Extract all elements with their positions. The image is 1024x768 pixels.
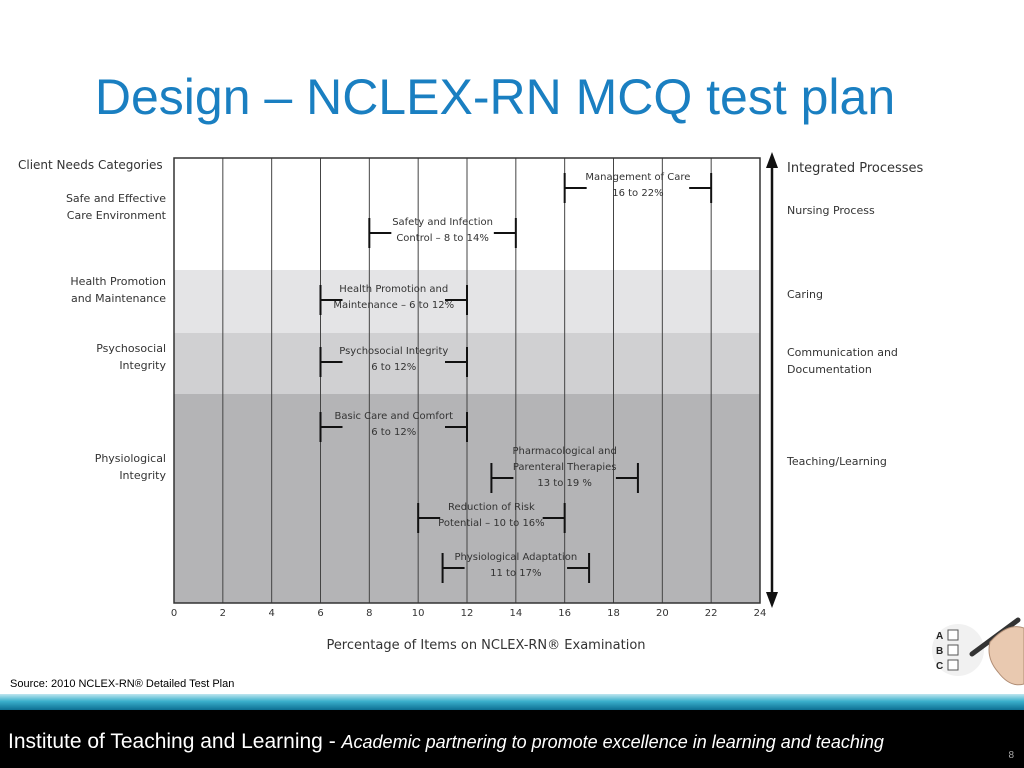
right-header: Integrated Processes bbox=[787, 161, 924, 176]
left-header: Client Needs Categories bbox=[18, 158, 163, 172]
process-label: Nursing Process bbox=[787, 204, 875, 217]
band-label-line: and Maintenance bbox=[71, 292, 166, 305]
checkbox-a-icon bbox=[947, 629, 959, 641]
x-tick-label: 6 bbox=[317, 608, 323, 619]
process-label: Caring bbox=[787, 288, 823, 301]
range-label-line: Physiological Adaptation bbox=[454, 552, 577, 563]
x-tick-label: 18 bbox=[607, 608, 620, 619]
abc-checklist-logo: A B C bbox=[932, 617, 1024, 686]
range-label-line: 13 to 19 % bbox=[537, 478, 592, 489]
range-layer bbox=[319, 173, 713, 583]
footer-tagline: Academic partnering to promote excellenc… bbox=[341, 732, 884, 752]
x-axis-label: Percentage of Items on NCLEX-RN® Examina… bbox=[326, 638, 645, 653]
process-label-line: Documentation bbox=[787, 363, 872, 376]
logo-letter-b: B bbox=[936, 646, 943, 657]
range-label-line: Basic Care and Comfort bbox=[335, 411, 454, 422]
band-label-line: Physiological bbox=[95, 452, 166, 465]
checkbox-c-icon bbox=[947, 659, 959, 671]
process-label-line: Communication and bbox=[787, 346, 898, 359]
footer-separator: - bbox=[322, 730, 342, 753]
band-label-line: Safe and Effective bbox=[66, 192, 166, 205]
x-tick-label: 20 bbox=[656, 608, 669, 619]
range-label-line: Management of Care bbox=[585, 172, 690, 183]
footer-org: Institute of Teaching and Learning bbox=[8, 730, 323, 753]
x-tick-label: 22 bbox=[705, 608, 718, 619]
process-label-line: Caring bbox=[787, 288, 823, 301]
x-tick-label: 12 bbox=[461, 608, 474, 619]
range-label: Basic Care and Comfort 6 to 12% bbox=[335, 411, 454, 438]
x-tick-label: 8 bbox=[366, 608, 372, 619]
range-label: Psychosocial Integrity 6 to 12% bbox=[339, 346, 448, 373]
source-note: Source: 2010 NCLEX-RN® Detailed Test Pla… bbox=[10, 678, 235, 690]
range-label: Management of Care 16 to 22% bbox=[585, 172, 690, 199]
range-label-line: Pharmacological and bbox=[512, 446, 616, 457]
range-label-line: Psychosocial Integrity bbox=[339, 346, 448, 357]
logo-letter-a: A bbox=[936, 631, 943, 642]
x-tick-label: 10 bbox=[412, 608, 425, 619]
page-number: 8 bbox=[1008, 750, 1014, 761]
x-tick-label: 4 bbox=[268, 608, 274, 619]
x-tick-label: 24 bbox=[754, 608, 767, 619]
process-label: Teaching/Learning bbox=[786, 455, 887, 468]
x-tick-label: 14 bbox=[509, 608, 522, 619]
range-label-line: 11 to 17% bbox=[490, 568, 541, 579]
arrow-down-icon bbox=[766, 592, 778, 608]
range-label-line: Parenteral Therapies bbox=[513, 462, 617, 473]
x-tick-label: 0 bbox=[171, 608, 177, 619]
arrow-up-icon bbox=[766, 152, 778, 168]
footer-accent-band bbox=[0, 694, 1024, 710]
band-label-line: Care Environment bbox=[67, 209, 167, 222]
range-label-line: Potential – 10 to 16% bbox=[438, 518, 545, 529]
slide-title: Design – NCLEX-RN MCQ test plan bbox=[94, 69, 896, 125]
checkbox-b-icon bbox=[947, 644, 959, 656]
band-label: Health Promotion and Maintenance bbox=[70, 275, 166, 305]
grid-layer bbox=[173, 152, 778, 608]
range-label-line: Maintenance – 6 to 12% bbox=[333, 300, 454, 311]
process-label-line: Nursing Process bbox=[787, 204, 875, 217]
range-label: Physiological Adaptation 11 to 17% bbox=[454, 552, 577, 579]
footer-text: Institute of Teaching and Learning - Aca… bbox=[8, 730, 884, 754]
logo-letter-c: C bbox=[936, 661, 943, 672]
band-label-line: Integrity bbox=[119, 469, 166, 482]
hand-icon bbox=[988, 626, 1024, 686]
footer-bar: Institute of Teaching and Learning - Aca… bbox=[0, 710, 1024, 768]
range-label-line: Safety and Infection bbox=[392, 217, 493, 228]
range-label-line: Health Promotion and bbox=[339, 284, 448, 295]
range-label-line: Reduction of Risk bbox=[448, 502, 535, 513]
x-tick-label: 16 bbox=[558, 608, 571, 619]
range-label-line: 6 to 12% bbox=[371, 362, 416, 373]
band-label-line: Psychosocial bbox=[96, 342, 166, 355]
range-label-line: 6 to 12% bbox=[371, 427, 416, 438]
range-label-line: Control – 8 to 14% bbox=[396, 233, 489, 244]
band-label-line: Integrity bbox=[119, 359, 166, 372]
process-label-line: Teaching/Learning bbox=[786, 455, 887, 468]
range-label-line: 16 to 22% bbox=[612, 188, 663, 199]
plot-frame bbox=[173, 157, 761, 604]
band-label-line: Health Promotion bbox=[70, 275, 166, 288]
x-tick-label: 2 bbox=[220, 608, 226, 619]
